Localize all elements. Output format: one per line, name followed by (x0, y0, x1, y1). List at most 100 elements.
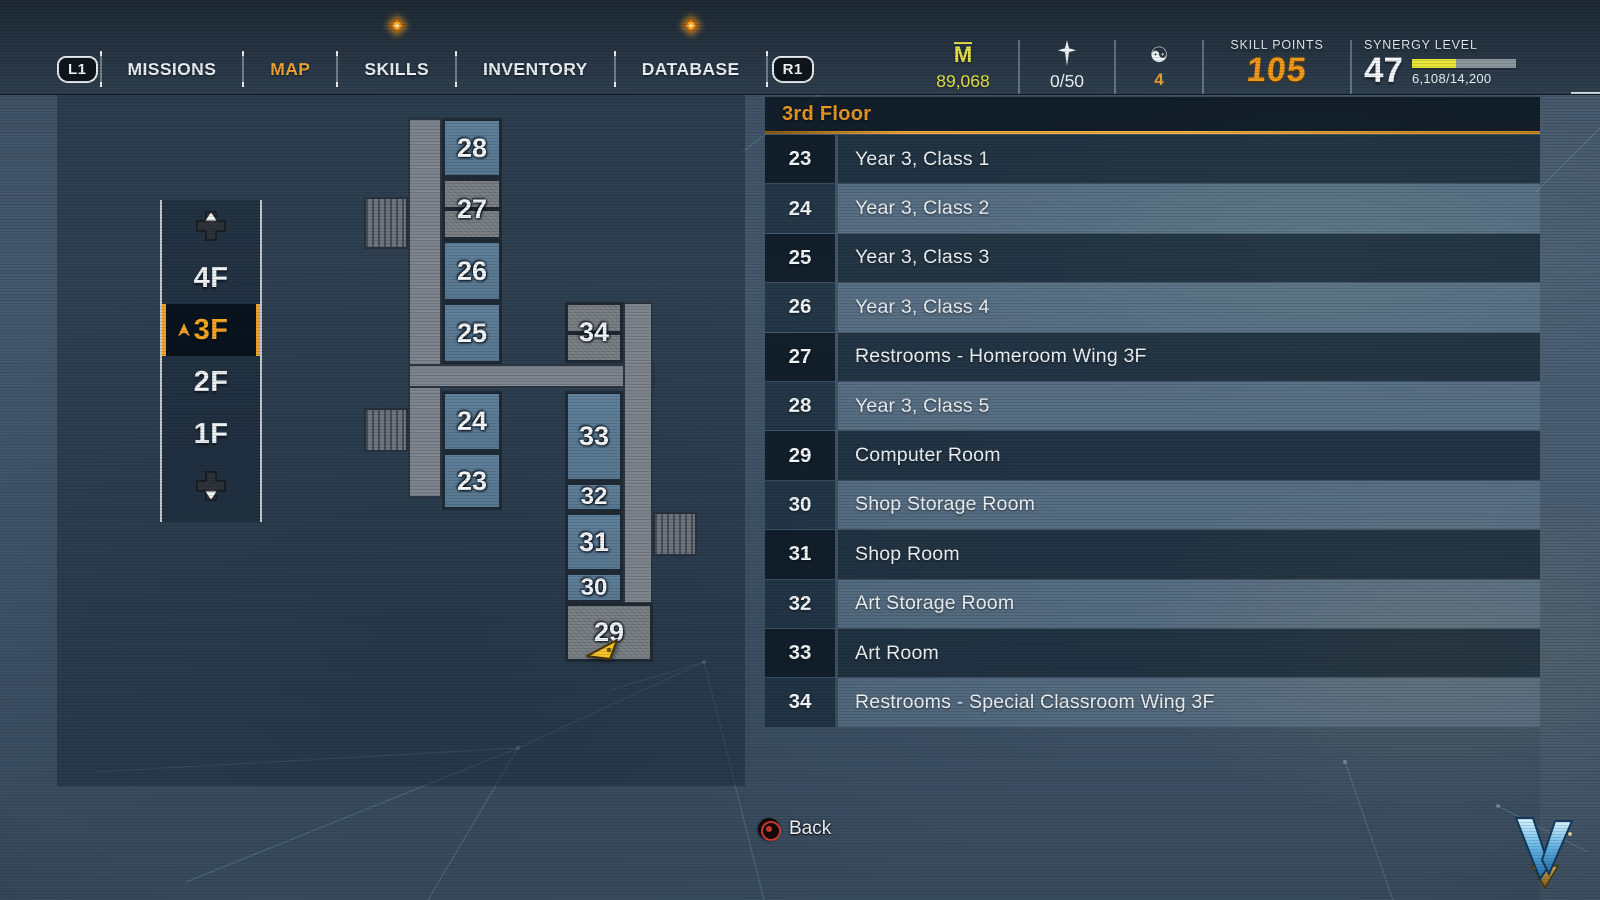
legend-row-number: 31 (765, 530, 835, 579)
skill-points-stat: SKILL POINTS 105 (1216, 38, 1338, 89)
dpad-up-button[interactable] (162, 200, 260, 252)
revive-value: 0/50 (1049, 71, 1085, 91)
header-accent-line (1571, 92, 1600, 94)
synergy-progress-fill (1411, 59, 1456, 68)
room-number: 34 (578, 317, 610, 347)
skill-points-label: SKILL POINTS (1230, 38, 1324, 52)
map-room-26: 26 (442, 240, 502, 302)
room-number: 29 (593, 617, 625, 647)
legend-row-number: 24 (765, 184, 835, 233)
orb-stat: ☯ 4 (1128, 38, 1190, 90)
room-number: 32 (580, 483, 608, 510)
tab-separator (336, 51, 339, 87)
legend-row-name: Year 3, Class 3 (838, 233, 1540, 283)
tab-database[interactable]: DATABASE (618, 17, 764, 92)
legend-title: 3rd Floor (782, 102, 872, 125)
synergy-level-value: 47 (1364, 51, 1403, 90)
legend-row-name: Restrooms - Special Classroom Wing 3F (838, 678, 1540, 727)
stairs-icon (364, 197, 408, 249)
r1-shoulder-button[interactable]: R1 (771, 55, 814, 83)
legend-row-name: Computer Room (838, 431, 1540, 480)
tab-label: MAP (270, 58, 311, 79)
tab-label: SKILLS (364, 58, 430, 79)
tab-missions[interactable]: MISSIONS (104, 46, 241, 92)
restroom-divider (442, 207, 502, 211)
map-room-31: 31 (565, 512, 623, 572)
floor-item-4f[interactable]: 4F (162, 252, 260, 304)
room-number: 27 (456, 193, 488, 224)
room-number: 23 (456, 465, 488, 496)
header-stats: M 89,068 0/50 ☯ 4 SKILL POINTS 105 SYNER… (920, 38, 1534, 94)
dpad-down-button[interactable] (162, 460, 260, 512)
circle-button-icon (758, 818, 781, 841)
floor-item-3f[interactable]: 3F (162, 304, 260, 356)
legend-row-number: 26 (765, 283, 835, 332)
synergy-progress-bar (1411, 59, 1516, 68)
l1-shoulder-button[interactable]: L1 (57, 55, 98, 83)
legend-row-number: 25 (765, 233, 835, 283)
tab-separator (765, 51, 768, 87)
legend-row-number: 28 (765, 381, 835, 431)
floor-label: 4F (193, 261, 229, 294)
legend-row-number: 23 (765, 135, 835, 184)
room-number: 30 (580, 573, 608, 601)
cross-icon (1058, 40, 1076, 66)
map-corridor (408, 364, 655, 388)
revive-stat: 0/50 (1032, 38, 1102, 92)
legend-row-name: Year 3, Class 1 (838, 135, 1540, 184)
floor-item-2f[interactable]: 2F (162, 356, 260, 408)
map-room-25: 25 (442, 302, 502, 364)
synergy-stat: SYNERGY LEVEL 47 6,108/14,200 (1364, 38, 1534, 90)
orb-value: 4 (1154, 70, 1164, 89)
map-room-27: 27 (442, 178, 502, 240)
map-corridor (408, 118, 442, 498)
skill-points-value: 105 (1245, 51, 1309, 89)
room-number: 26 (456, 255, 488, 286)
dpad-down-icon (196, 471, 226, 501)
map-room-28: 28 (442, 118, 502, 178)
stat-divider (1202, 40, 1204, 94)
room-number: 31 (578, 526, 610, 557)
legend-row-name: Restrooms - Homeroom Wing 3F (838, 332, 1540, 381)
dpad-up-icon (196, 211, 226, 241)
legend-row-name: Art Room (838, 628, 1540, 678)
legend-header: 3rd Floor (765, 97, 1540, 131)
map-room-30: 30 (565, 572, 623, 603)
legend-row-number: 32 (765, 579, 835, 628)
legend-row-number: 34 (765, 678, 835, 727)
tab-map[interactable]: MAP (246, 46, 334, 92)
stairs-icon (653, 512, 697, 556)
floor-item-1f[interactable]: 1F (162, 408, 260, 460)
legend-row-number: 29 (765, 431, 835, 480)
map-corridor (623, 302, 653, 604)
game-logo-icon (1514, 817, 1574, 890)
stairs-icon (364, 408, 408, 452)
back-button[interactable]: Back (758, 818, 832, 841)
tab-inventory[interactable]: INVENTORY (459, 46, 612, 92)
restroom-divider (565, 330, 623, 335)
back-label: Back (789, 818, 832, 839)
money-value: 89,068 (936, 71, 990, 91)
map-room-24: 24 (442, 391, 502, 452)
map-room-23: 23 (442, 452, 502, 510)
room-number: 33 (578, 421, 610, 451)
tab-skills[interactable]: SKILLS (340, 17, 453, 92)
floor-map-panel: 28 27 26 25 24 23 34 33 32 31 30 29 (57, 95, 745, 786)
player-position-arrow-icon (586, 639, 618, 660)
legend-row-name: Year 3, Class 5 (838, 381, 1540, 431)
stat-divider (1114, 40, 1116, 94)
stat-divider (1018, 40, 1020, 94)
room-number: 28 (456, 132, 488, 163)
map-room-33: 33 (565, 391, 623, 482)
